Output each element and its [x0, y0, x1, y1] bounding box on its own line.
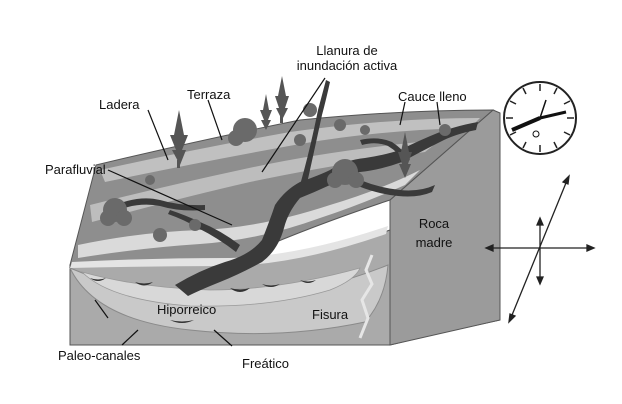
label-llanura-inundacion: Llanura de inundación activa [296, 43, 398, 73]
deciduous-trees [100, 103, 451, 242]
label-ladera: Ladera [99, 97, 140, 112]
label-freatico: Freático [242, 356, 289, 371]
paleo-channel-marks [90, 278, 316, 323]
light-band-front [70, 226, 388, 268]
fissure [358, 254, 374, 339]
label-hiporreico: Hiporreico [157, 302, 217, 317]
label-terraza: Terraza [187, 87, 231, 102]
label-fisura: Fisura [312, 307, 349, 322]
label-cauce-lleno: Cauce lleno [398, 89, 467, 104]
label-parafluvial: Parafluvial [45, 162, 106, 177]
label-paleo-canales: Paleo-canales [58, 348, 141, 363]
side-channel-upper [300, 80, 330, 188]
terrace-band-upper [100, 118, 480, 182]
leader-lines [94, 77, 441, 347]
side-channel-left [168, 210, 240, 252]
clock-icon [503, 81, 577, 155]
label-roca-madre: Roca madre [415, 216, 453, 250]
conifer-trees [170, 76, 412, 178]
oxbow-right [358, 180, 435, 197]
side-channel-tributary [115, 198, 205, 211]
axes-cross-icon [484, 174, 596, 324]
main-river-channel [175, 122, 478, 296]
